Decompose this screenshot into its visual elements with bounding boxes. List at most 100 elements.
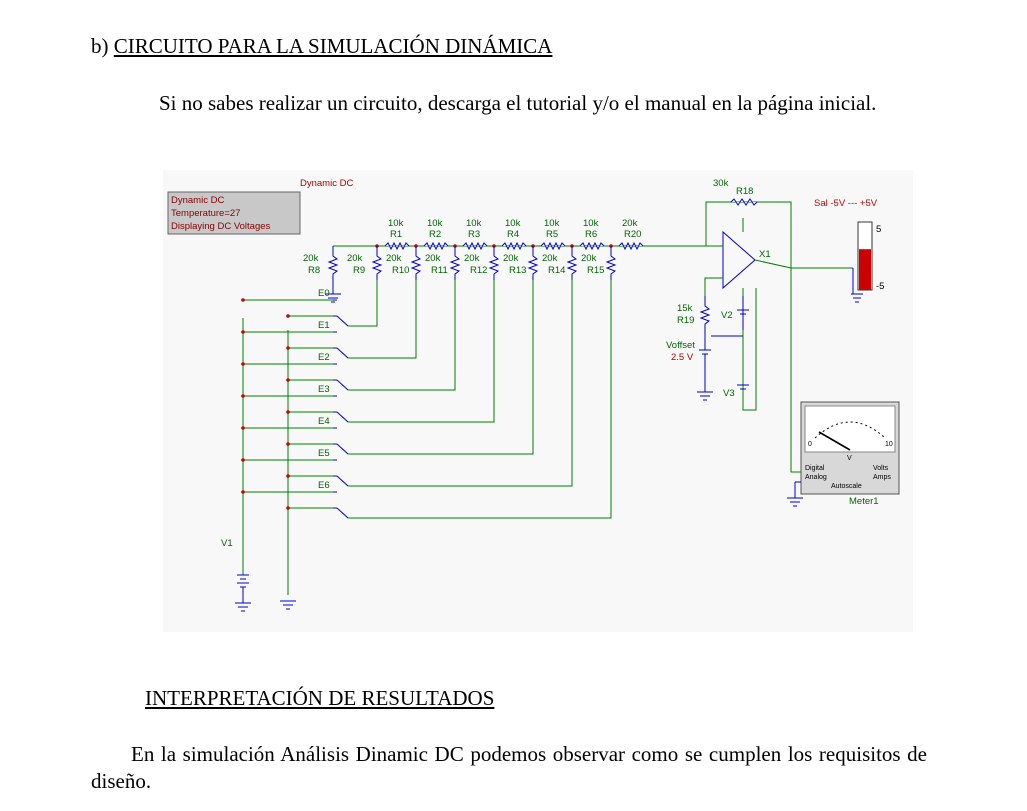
r8-value: 20k bbox=[303, 253, 319, 264]
switch-label: E1 bbox=[318, 320, 330, 331]
bar-fill bbox=[859, 249, 871, 290]
switch-return-wire bbox=[348, 280, 573, 487]
junction-node bbox=[286, 346, 290, 350]
switch-contact bbox=[333, 491, 349, 519]
meter-mode-volts: Volts bbox=[873, 465, 889, 472]
junction-node bbox=[241, 298, 245, 302]
resistor-ref: R1 bbox=[390, 229, 402, 240]
meter-mode-digital: Digital bbox=[805, 465, 825, 472]
junction-node bbox=[375, 244, 379, 248]
switch-return-wire bbox=[348, 280, 378, 327]
voffset-ref: Voffset bbox=[666, 340, 695, 351]
section-prefix: b) bbox=[91, 34, 109, 58]
opamp-body bbox=[722, 230, 756, 290]
info-line: Displaying DC Voltages bbox=[171, 221, 271, 232]
resistor-value: 20k bbox=[581, 253, 597, 264]
resistor-value: 10k bbox=[583, 218, 599, 229]
resistor-value: 20k bbox=[503, 253, 519, 264]
resistor-value: 20k bbox=[542, 253, 558, 264]
resistor-ref: R2 bbox=[429, 229, 441, 240]
junction-node bbox=[286, 314, 290, 318]
resistor-value: 10k bbox=[427, 218, 443, 229]
meter-scale-min: 0 bbox=[808, 441, 812, 448]
switch-return-wire bbox=[348, 280, 456, 391]
resistor-value: 20k bbox=[464, 253, 480, 264]
resistor-series bbox=[501, 241, 527, 251]
switch-return-wire bbox=[348, 280, 417, 359]
meter-autoscale: Autoscale bbox=[831, 483, 862, 490]
switch-label: E5 bbox=[318, 448, 330, 459]
resistor-ref: R9 bbox=[353, 265, 365, 276]
junction-node bbox=[241, 458, 245, 462]
meter-mode-amps: Amps bbox=[873, 474, 891, 481]
v2-source bbox=[711, 296, 749, 337]
v3-label: V3 bbox=[723, 388, 735, 399]
junction-node bbox=[286, 474, 290, 478]
schematic-canvas bbox=[163, 170, 913, 632]
junction-node bbox=[492, 244, 496, 248]
switch-contact bbox=[333, 363, 349, 391]
junction-node bbox=[241, 330, 245, 334]
junction-node bbox=[453, 244, 457, 248]
switch-contact bbox=[333, 299, 349, 327]
resistor-value: 10k bbox=[505, 218, 521, 229]
resistor-shunt bbox=[605, 246, 617, 280]
resistor-ref: R10 bbox=[392, 265, 409, 276]
junction-node bbox=[609, 244, 613, 248]
v1-source: V1 bbox=[221, 538, 251, 612]
switch-label: E4 bbox=[318, 416, 330, 427]
resistor-value: 20k bbox=[425, 253, 441, 264]
voffset-source bbox=[697, 349, 713, 401]
switch-contact bbox=[333, 459, 349, 487]
switch-return-wire bbox=[348, 280, 495, 423]
resistor-shunt bbox=[566, 246, 578, 280]
resistor-r18 bbox=[730, 198, 758, 206]
v3-source bbox=[737, 384, 749, 390]
switch-label: E0 bbox=[318, 288, 330, 299]
resistor-value: 20k bbox=[386, 253, 402, 264]
r18-ref: R18 bbox=[736, 186, 753, 197]
switch-label: E2 bbox=[318, 352, 330, 363]
junction-node bbox=[414, 244, 418, 248]
meter-scale-max: 10 bbox=[885, 441, 893, 448]
resistor-series bbox=[423, 241, 449, 251]
section-heading: b) CIRCUITO PARA LA SIMULACIÓN DINÁMICA bbox=[91, 34, 552, 59]
resistor-series bbox=[579, 241, 605, 251]
resistor-value: 10k bbox=[388, 218, 404, 229]
switch-return-wire bbox=[348, 280, 612, 519]
resistor-r8 bbox=[327, 246, 339, 294]
voffset-value: 2.5 V bbox=[671, 352, 694, 363]
switch-contact bbox=[333, 331, 349, 359]
r18-value: 30k bbox=[713, 178, 729, 189]
meter-ground bbox=[787, 481, 803, 507]
resistor-value: 10k bbox=[544, 218, 560, 229]
wire bbox=[754, 259, 792, 269]
intro-paragraph: Si no sabes realizar un circuito, descar… bbox=[159, 91, 877, 115]
r19-ref: R19 bbox=[677, 315, 694, 326]
section-title: CIRCUITO PARA LA SIMULACIÓN DINÁMICA bbox=[113, 34, 553, 58]
resistor-shunt bbox=[449, 246, 461, 280]
meter-scale-unit: V bbox=[847, 455, 852, 462]
resistor-ref: R13 bbox=[509, 265, 526, 276]
opamp-supply-wire bbox=[742, 218, 757, 411]
meter-ref: Meter1 bbox=[849, 496, 879, 507]
meter-needle bbox=[818, 431, 851, 451]
resistor-shunt bbox=[527, 246, 539, 280]
resistor-ref: R5 bbox=[546, 229, 558, 240]
meter-face bbox=[804, 405, 896, 453]
resistor-ref: R4 bbox=[507, 229, 519, 240]
bar-label: Sal -5V --- +5V bbox=[814, 198, 878, 209]
junction-node bbox=[241, 426, 245, 430]
results-paragraph: En la simulación Análisis Dinamic DC pod… bbox=[91, 742, 927, 793]
resistor-value: 20k bbox=[622, 218, 638, 229]
junction-node bbox=[286, 378, 290, 382]
switch-return-wire bbox=[348, 280, 534, 455]
junction-node bbox=[570, 244, 574, 248]
junction-node bbox=[286, 410, 290, 414]
ground-symbol bbox=[325, 293, 341, 303]
resistor-shunt bbox=[371, 246, 383, 280]
resistor-value: 10k bbox=[466, 218, 482, 229]
switch-contact bbox=[333, 427, 349, 455]
junction-node bbox=[241, 490, 245, 494]
